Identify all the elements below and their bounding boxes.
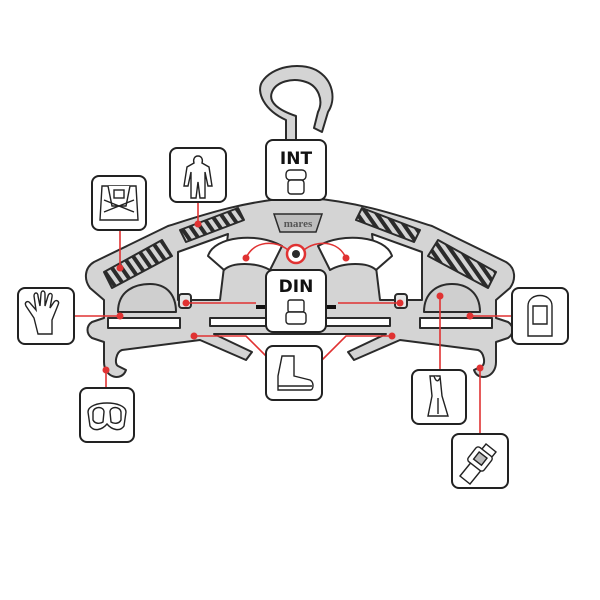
gloves-box <box>17 287 75 345</box>
connectors <box>72 200 512 434</box>
glove-icon <box>24 290 60 335</box>
dive-computer-icon <box>459 443 497 485</box>
connector-dots <box>102 220 484 374</box>
wetsuit-icon <box>183 155 213 199</box>
mask-icon <box>87 402 127 431</box>
bcd-icon <box>99 185 139 221</box>
left-shoulder-pad <box>117 283 177 313</box>
din-box: DIN <box>265 269 327 333</box>
int-regulator-icon <box>285 169 307 195</box>
bcd-box <box>91 175 147 231</box>
right-lower-cutout <box>419 317 493 329</box>
int-hub <box>285 243 307 265</box>
right-shoulder-pad <box>423 283 481 313</box>
right-slot-grip <box>427 239 497 289</box>
right-top-slot-grip <box>355 207 421 243</box>
hood-box <box>511 287 569 345</box>
left-slot-grip <box>103 239 173 289</box>
brand-logo: mares <box>284 218 313 230</box>
hanger-hook <box>259 65 334 206</box>
mask-box <box>79 387 135 443</box>
din-label: DIN <box>279 277 314 297</box>
hood-icon <box>527 294 553 337</box>
left-top-slot-grip <box>179 207 245 243</box>
dive-computer-box <box>451 433 509 489</box>
int-label: INT <box>280 149 313 169</box>
boot-icon <box>277 355 314 391</box>
brand-plate: mares <box>272 213 324 233</box>
wetsuit-box <box>169 147 227 203</box>
fins-box <box>411 369 467 425</box>
boots-box <box>265 345 323 401</box>
din-regulator-icon <box>285 299 307 325</box>
left-lower-cutout <box>107 317 181 329</box>
int-box: INT <box>265 139 327 201</box>
fins-icon <box>427 375 449 417</box>
center-right-cutout <box>317 236 393 271</box>
